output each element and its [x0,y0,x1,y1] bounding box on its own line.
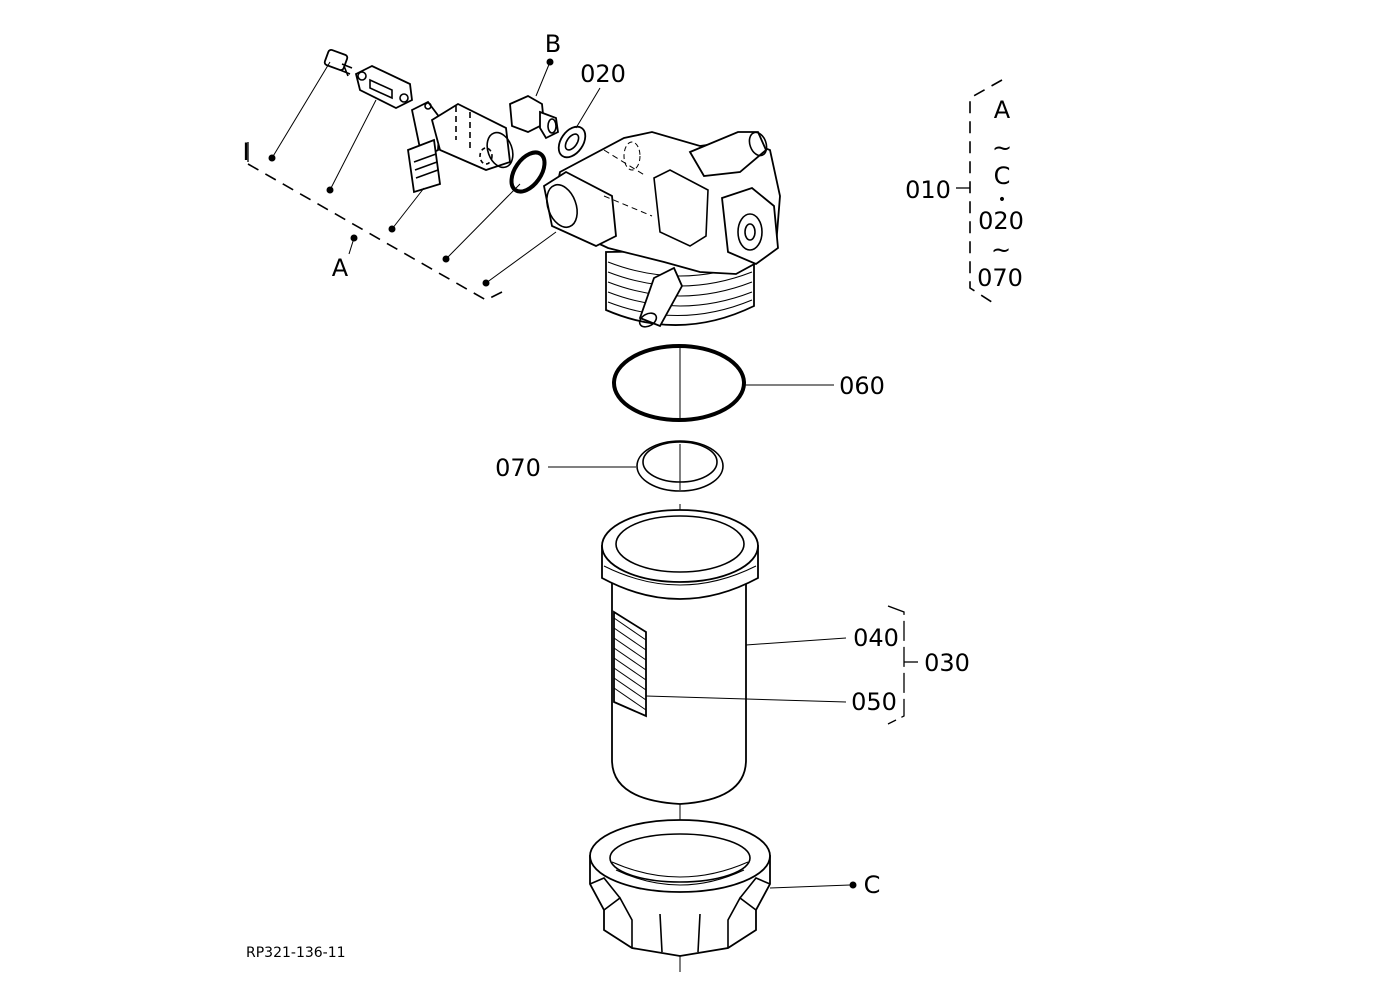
label-c: C [864,871,881,899]
ring-nut-c [589,819,857,957]
label-060: 060 [839,372,885,400]
filter-bowl [601,509,847,805]
bracket-030 [887,605,918,725]
label-030: 030 [924,649,970,677]
label-b: B [545,30,561,58]
drawing-number: RP321-136-11 [246,945,346,961]
group-a-subparts [323,49,547,194]
label-group-a-marker: I [242,138,249,166]
group-a-leaders [247,61,557,301]
legend-tilde-1: ~ [992,134,1012,162]
label-group-a: A [332,254,349,282]
label-020: 020 [580,60,626,88]
label-050: 050 [851,688,897,716]
legend-bracket [956,79,1003,307]
lever [407,100,441,194]
legend-to-c: C [994,162,1011,190]
legend-from-020: 020 [978,207,1024,235]
part-b-fitting [509,58,559,140]
legend-to-070: 070 [977,264,1023,292]
seal-ring-070 [548,440,724,492]
bleed-cap [430,102,514,171]
gasket-plate [354,64,413,110]
filter-head [542,131,781,328]
legend-dot: • [998,192,1006,208]
o-ring-060 [612,344,834,422]
legend-tilde-2: ~ [991,236,1011,264]
bleed-screw [323,49,353,77]
legend-010: 010 [905,176,951,204]
label-040: 040 [853,624,899,652]
legend-from-a: A [994,96,1011,124]
label-070: 070 [495,454,541,482]
small-o-ring [509,150,547,194]
washer-020 [557,87,601,159]
